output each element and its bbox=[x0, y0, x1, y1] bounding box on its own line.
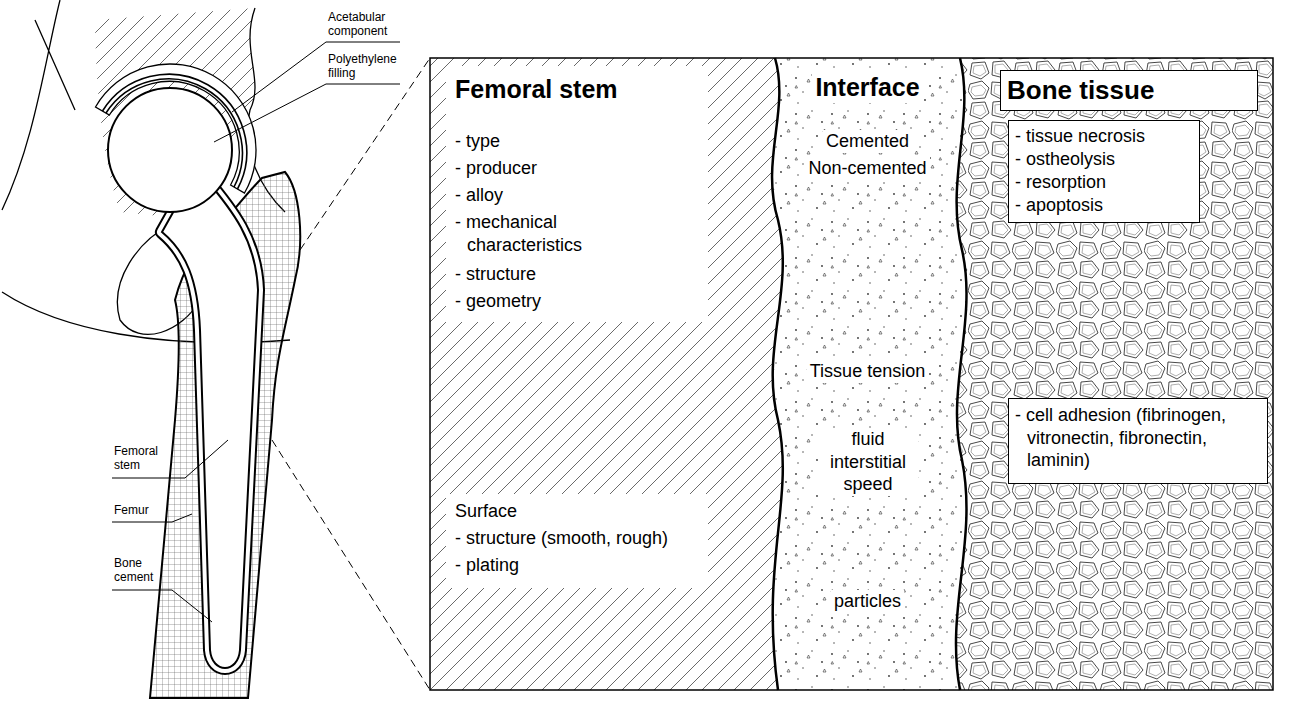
list-item: Tissue tension bbox=[807, 360, 928, 383]
list-item: - geometry bbox=[455, 290, 655, 313]
list-box: - tissue necrosis- ostheolysis- resorpti… bbox=[1008, 120, 1200, 223]
panel-frame bbox=[430, 58, 1273, 690]
part-label: Femur bbox=[114, 503, 174, 517]
bone-cement bbox=[162, 178, 258, 668]
interface-dots bbox=[772, 58, 966, 690]
femoral-head bbox=[108, 88, 232, 212]
leader-line bbox=[112, 42, 400, 622]
stem-hatching bbox=[430, 58, 783, 690]
list-item: - type bbox=[455, 130, 655, 153]
region: Bone tissue - tissue necrosis- ostheolysi… bbox=[960, 58, 1273, 690]
list-item: - alloy bbox=[455, 184, 655, 207]
list-item: - cell adhesion (fibrinogen, vitronectin… bbox=[1015, 404, 1263, 472]
list-item: - ostheolysis bbox=[1015, 148, 1195, 171]
boundary-line bbox=[772, 58, 783, 690]
part-label: Femoral stem bbox=[114, 444, 184, 473]
list-item: - mechanical characteristics bbox=[455, 211, 645, 256]
list-item: - apoptosis bbox=[1015, 194, 1195, 217]
list-item: - tissue necrosis bbox=[1015, 125, 1195, 148]
region: Femoral stem - type - producer - alloy - mec… bbox=[430, 58, 775, 690]
heading: Interface bbox=[812, 72, 922, 103]
list-item: - resorption bbox=[1015, 171, 1195, 194]
text-ground bbox=[446, 66, 708, 322]
heading: Bone tissue bbox=[1000, 70, 1258, 111]
list-item: fluid interstitial speed bbox=[818, 428, 918, 496]
list-item: - plating bbox=[455, 554, 695, 577]
part-label: Polyethylene filling bbox=[328, 52, 408, 81]
list-item: particles bbox=[831, 590, 904, 613]
heading: Femoral stem bbox=[455, 74, 715, 105]
list-item: Surface bbox=[455, 500, 695, 523]
list-item: - producer bbox=[455, 157, 655, 180]
femur bbox=[150, 172, 300, 698]
pelvis bbox=[95, 8, 255, 220]
text-ground bbox=[446, 494, 708, 588]
zoom-line bbox=[272, 58, 430, 690]
list-item: Non-cemented bbox=[805, 157, 929, 180]
list-item: - structure bbox=[455, 263, 655, 286]
boundary-line bbox=[956, 58, 967, 690]
bone-cells bbox=[956, 58, 1273, 690]
part-label: Acetabular component bbox=[328, 10, 408, 39]
bone-cement bbox=[162, 178, 258, 668]
region: InterfaceCementedNon-cementedTissue tens… bbox=[785, 58, 950, 690]
list-item: Cemented bbox=[823, 130, 912, 153]
list-item: - structure (smooth, rough) bbox=[455, 527, 700, 550]
list-box: - cell adhesion (fibrinogen, vitronectin… bbox=[1008, 398, 1268, 484]
part-label: Bone cement bbox=[114, 556, 174, 585]
femoral-stem bbox=[162, 178, 258, 668]
